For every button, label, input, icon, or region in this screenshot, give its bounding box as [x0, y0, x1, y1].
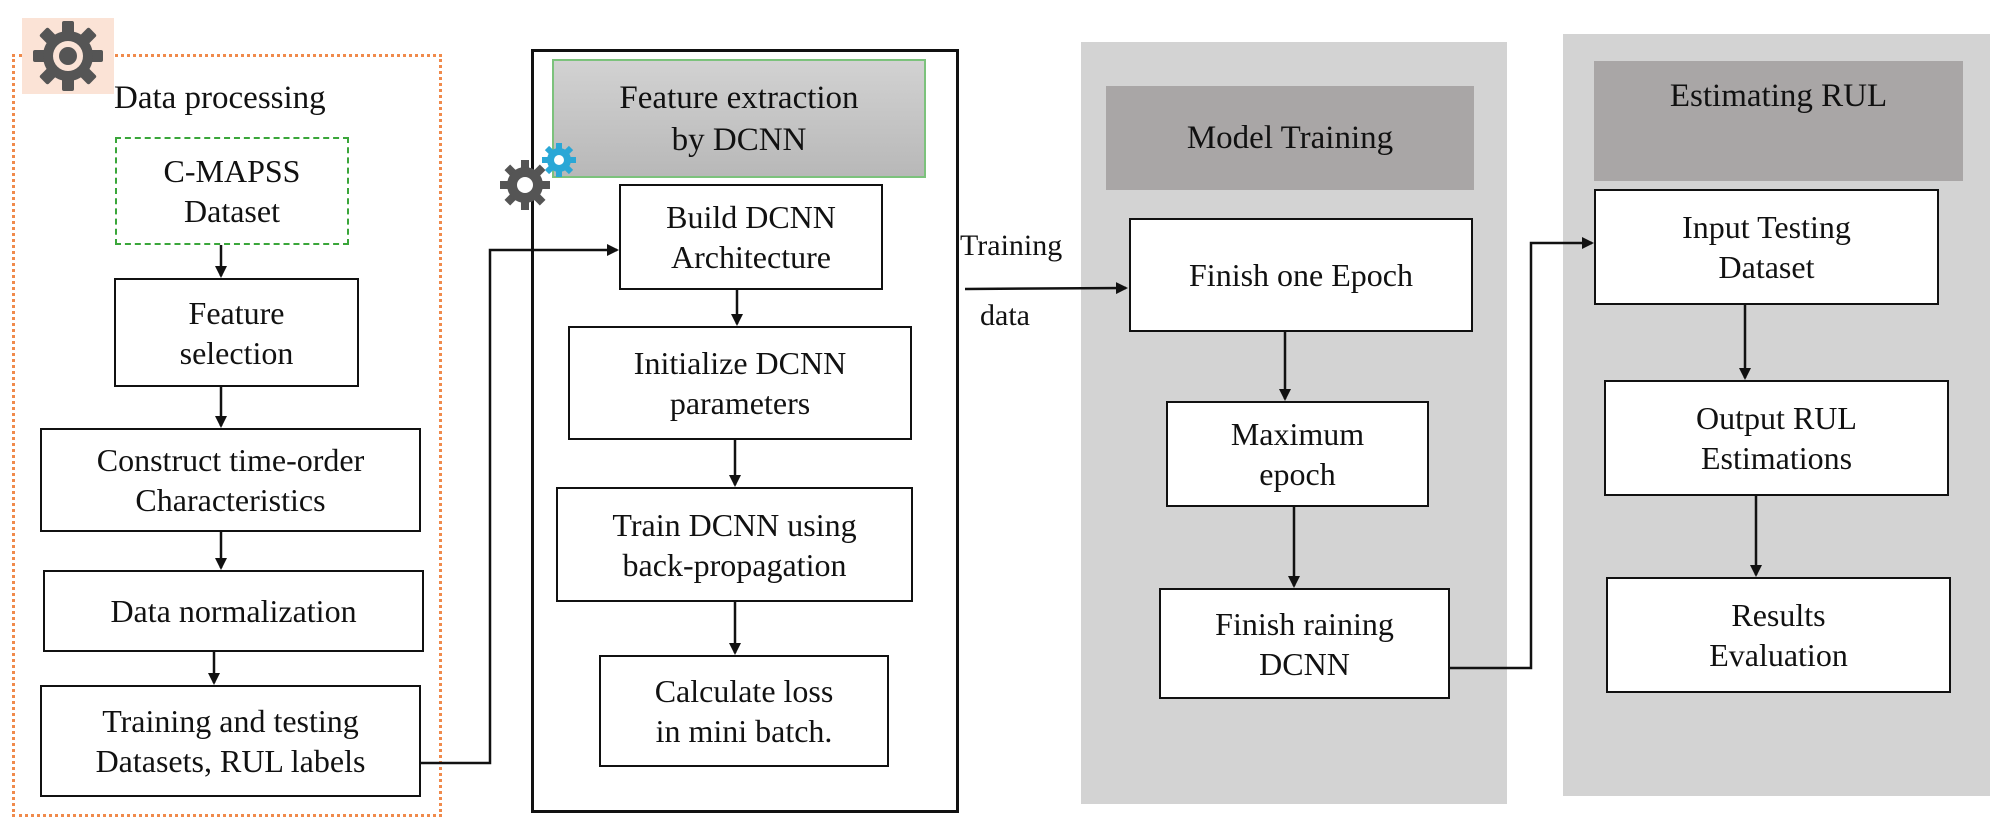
feature-selection-step: Feature selection — [114, 278, 359, 387]
data-processing-panel — [12, 54, 442, 817]
gear-icon — [22, 18, 114, 94]
train-dcnn-step: Train DCNN using back-propagation — [556, 487, 913, 602]
data-normalization-step: Data normalization — [43, 570, 424, 652]
finish-one-epoch-step: Finish one Epoch — [1129, 218, 1473, 332]
input-testing-dataset-step: Input Testing Dataset — [1594, 189, 1939, 305]
maximum-epoch-step: Maximum epoch — [1166, 401, 1429, 507]
arrow-finish-to-input — [1450, 237, 1594, 670]
model-training-title: Model Training — [1106, 86, 1474, 190]
estimating-rul-title: Estimating RUL — [1594, 61, 1963, 181]
arrow-training-data — [964, 282, 1128, 295]
cmapss-dataset-step: C-MAPSS Dataset — [115, 137, 349, 245]
construct-time-order-step: Construct time-order Characteristics — [40, 428, 421, 532]
calculate-loss-step: Calculate loss in mini batch. — [599, 655, 889, 767]
gears-icon — [496, 140, 580, 212]
training-testing-datasets-step: Training and testing Datasets, RUL label… — [40, 685, 421, 797]
data-processing-title: Data processing — [114, 80, 326, 116]
results-evaluation-step: Results Evaluation — [1606, 577, 1951, 693]
output-rul-estimations-step: Output RUL Estimations — [1604, 380, 1949, 496]
finish-training-dcnn-step: Finish raining DCNN — [1159, 588, 1450, 699]
arrow-datasets-to-build — [421, 244, 619, 765]
feature-extraction-panel — [531, 49, 959, 813]
initialize-dcnn-step: Initialize DCNN parameters — [568, 326, 912, 440]
feature-extraction-title: Feature extraction by DCNN — [552, 59, 926, 178]
training-data-label-top: Training — [960, 229, 1063, 262]
build-dcnn-step: Build DCNN Architecture — [619, 184, 883, 290]
training-data-label-bottom: data — [980, 299, 1030, 332]
